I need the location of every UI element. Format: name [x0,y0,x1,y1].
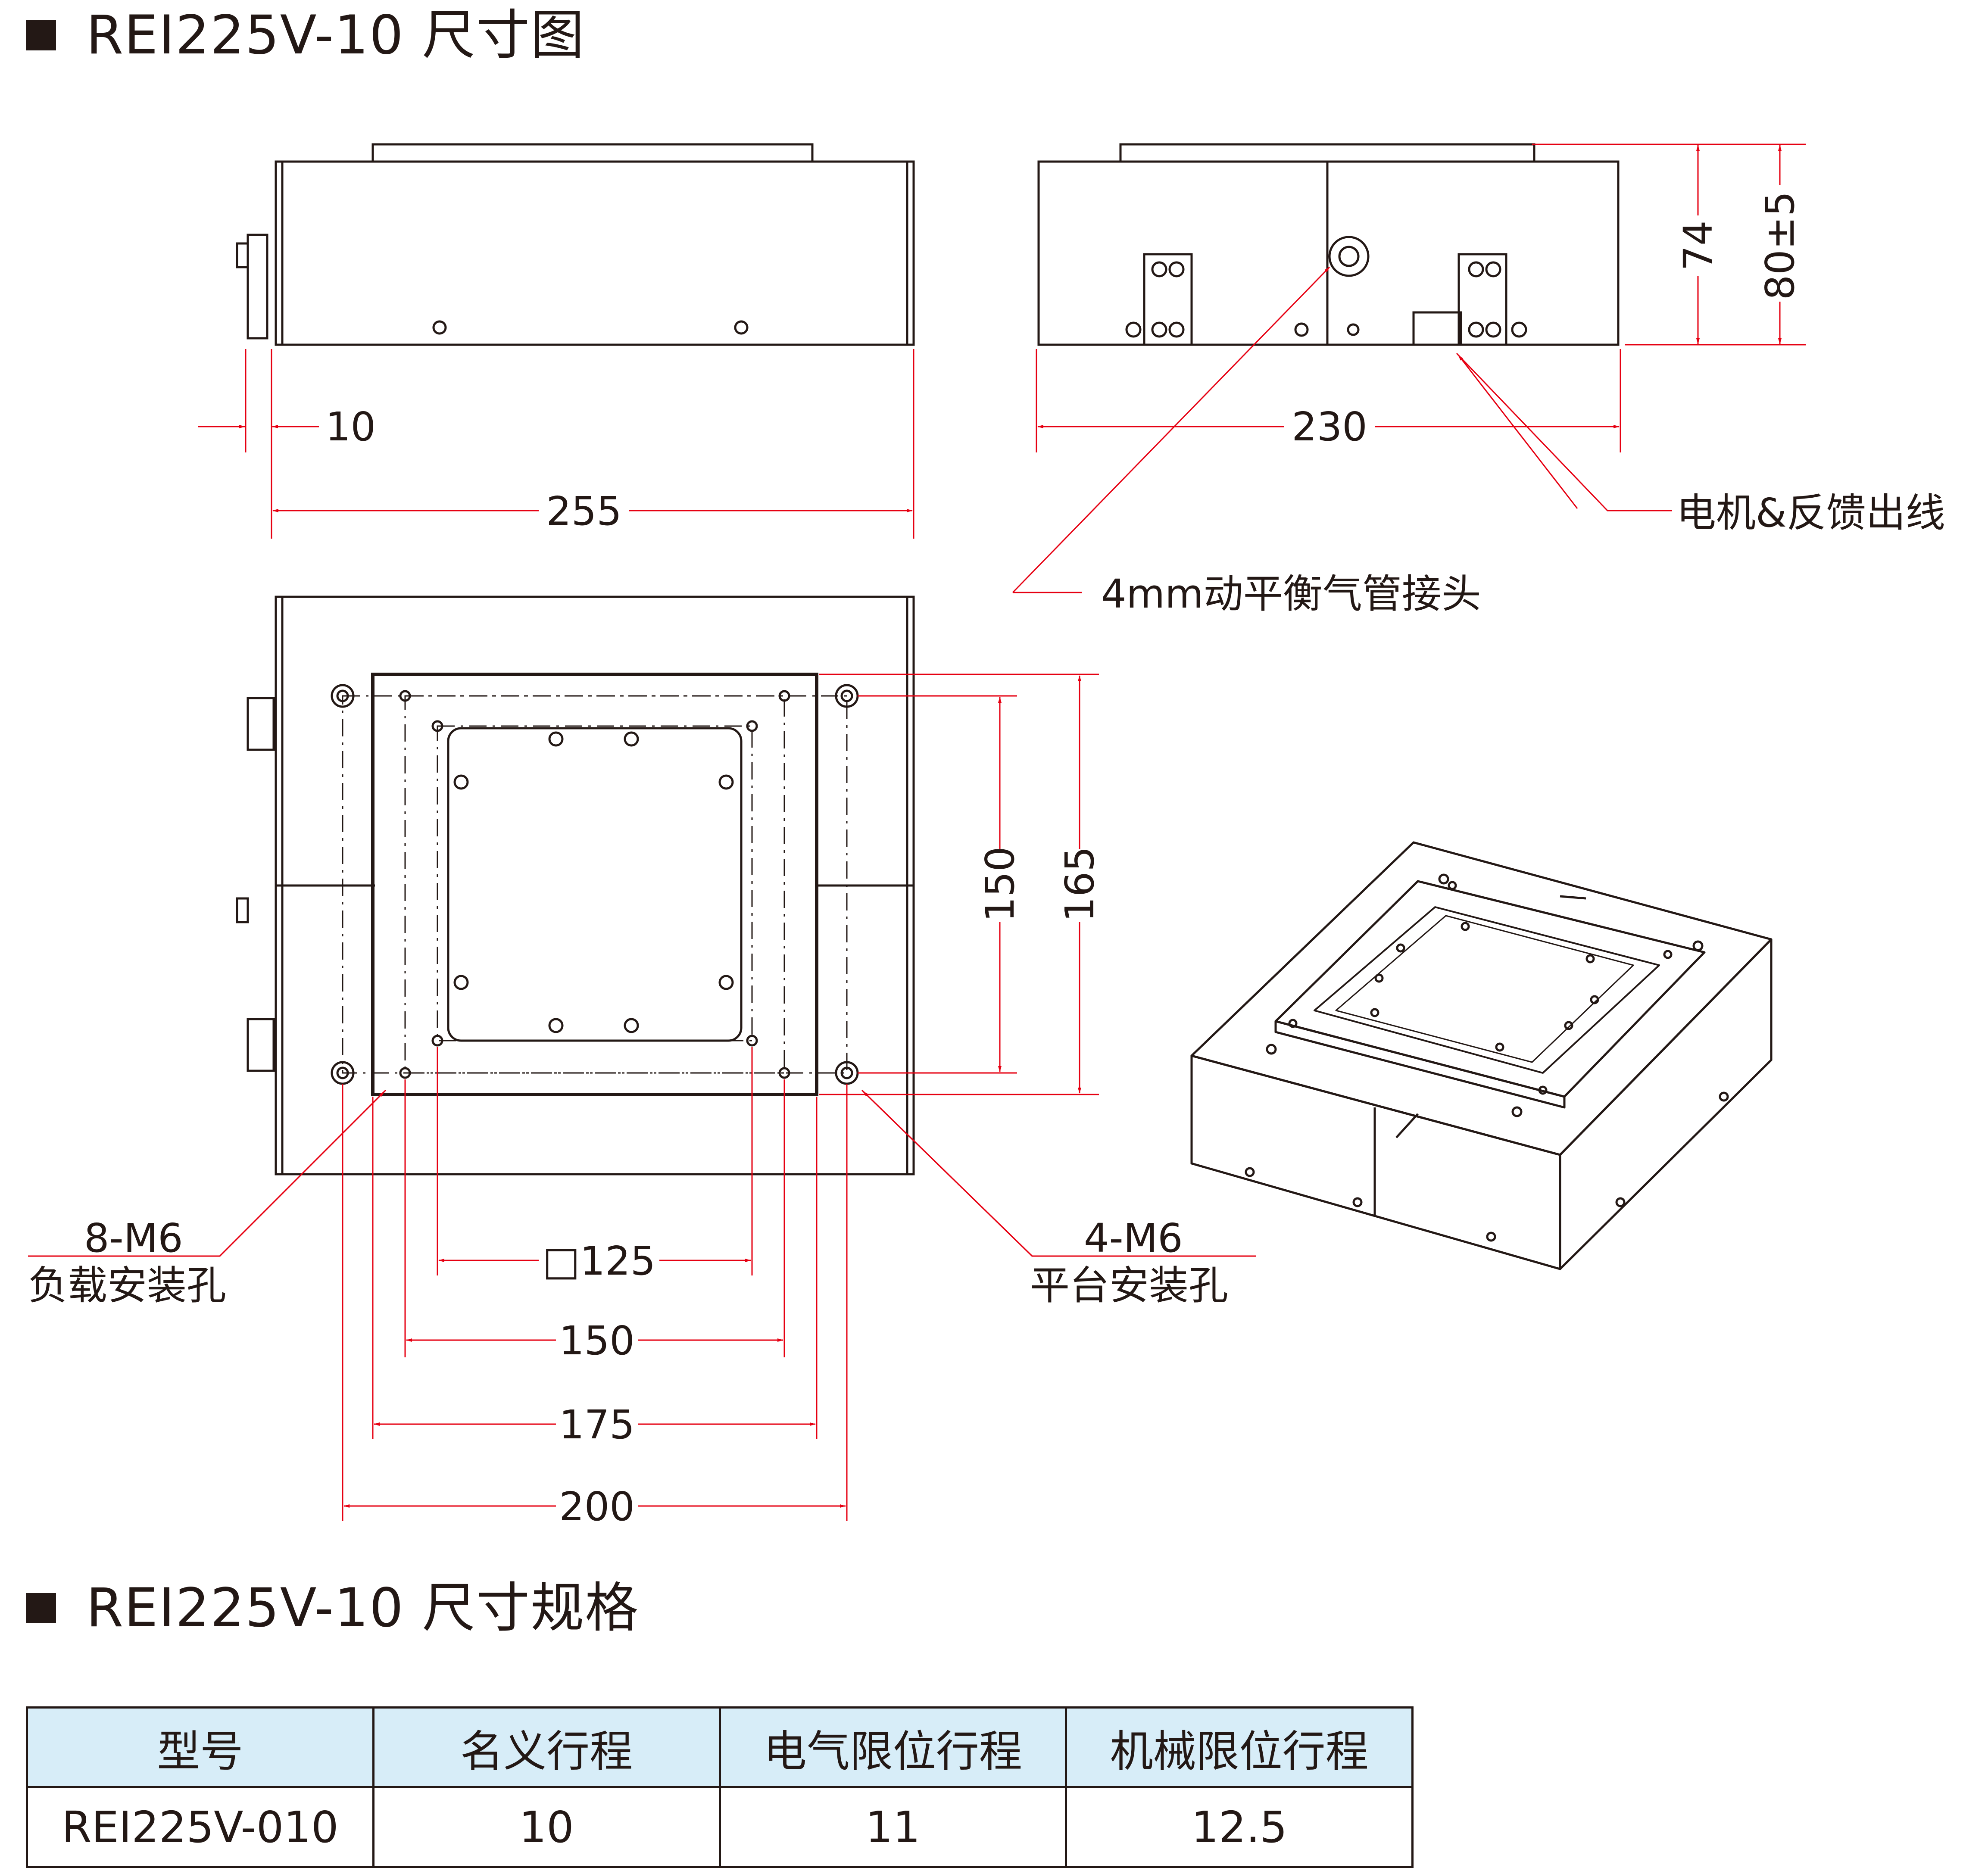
motor-cable-callout: 电机&反馈出线 [1676,490,1945,536]
platform-holes-spec: 4-M6 [1084,1215,1183,1261]
iso-right-face [1559,938,1773,1270]
front-view [236,143,915,346]
table-row: REI225V-010 10 11 12.5 [26,1786,1414,1868]
end-view-dimensions [1012,143,1806,593]
dim-150-horizontal-label: 150 [559,1318,635,1364]
front-view-top-plate [371,143,814,163]
dim-125-label: □125 [543,1238,656,1284]
end-view [1037,143,1620,346]
dim-165-vertical-label: 165 [1057,846,1103,922]
screw-icon [734,320,749,335]
top-view-mount-plate [447,727,743,1042]
load-holes-spec: 8-M6 [84,1215,183,1261]
table-header-row: 型号 名义行程 电气限位行程 机械限位行程 [26,1706,1414,1788]
isometric-view [1190,841,1773,1270]
front-view-fitting [247,234,268,340]
header-nominal-stroke: 名义行程 [372,1706,721,1788]
end-view-top-plate [1119,143,1535,163]
top-view-dimensions [28,674,1256,1521]
header-mechanical-limit: 机械限位行程 [1065,1706,1414,1788]
cable-outlet [1412,311,1462,346]
top-view-platform [371,673,818,1096]
dim-10-label: 10 [325,404,376,450]
dim-80-label: 80±5 [1757,191,1803,300]
header-electrical-limit: 电气限位行程 [718,1706,1067,1788]
platform-holes-name: 平台安装孔 [1030,1263,1228,1309]
load-holes-name: 负载安装孔 [28,1263,226,1309]
cell-nominal-stroke: 10 [372,1786,721,1868]
air-fitting-icon [1328,236,1370,277]
header-model: 型号 [26,1706,375,1788]
dim-175-label: 175 [559,1402,635,1448]
screw-icon [432,320,447,335]
spec-title: REI225V-10 尺寸规格 [86,1577,640,1639]
drawing-title: REI225V-10 尺寸图 [86,4,585,66]
front-view-dimensions [198,349,914,539]
spec-table: 型号 名义行程 电气限位行程 机械限位行程 REI225V-010 10 11 … [26,1706,1414,1868]
cell-electrical-limit: 11 [718,1786,1067,1868]
bullet-square-icon [26,1593,56,1623]
iso-mount-plate [1314,906,1660,1074]
dim-74-label: 74 [1675,220,1721,271]
iso-top-face [1190,841,1773,1156]
air-fitting-callout: 4mm动平衡气管接头 [1101,571,1481,617]
dim-150-vertical-label: 150 [977,846,1023,922]
bullet-square-icon [26,20,56,50]
connector-right [1457,253,1507,346]
connector-left [1143,253,1193,346]
dimension-drawing: 10 255 230 74 80±5 电机&反馈出线 [28,143,1945,1530]
dim-200-label: 200 [559,1484,635,1530]
cell-mechanical-limit: 12.5 [1065,1786,1414,1868]
section-heading-spec: REI225V-10 尺寸规格 [26,1581,639,1635]
section-heading-drawing: REI225V-10 尺寸图 [26,9,585,62]
dim-230-label: 230 [1292,404,1367,450]
front-view-body [275,160,915,346]
dim-255-label: 255 [546,488,622,534]
top-view [236,596,915,1176]
cell-model: REI225V-010 [26,1786,375,1868]
